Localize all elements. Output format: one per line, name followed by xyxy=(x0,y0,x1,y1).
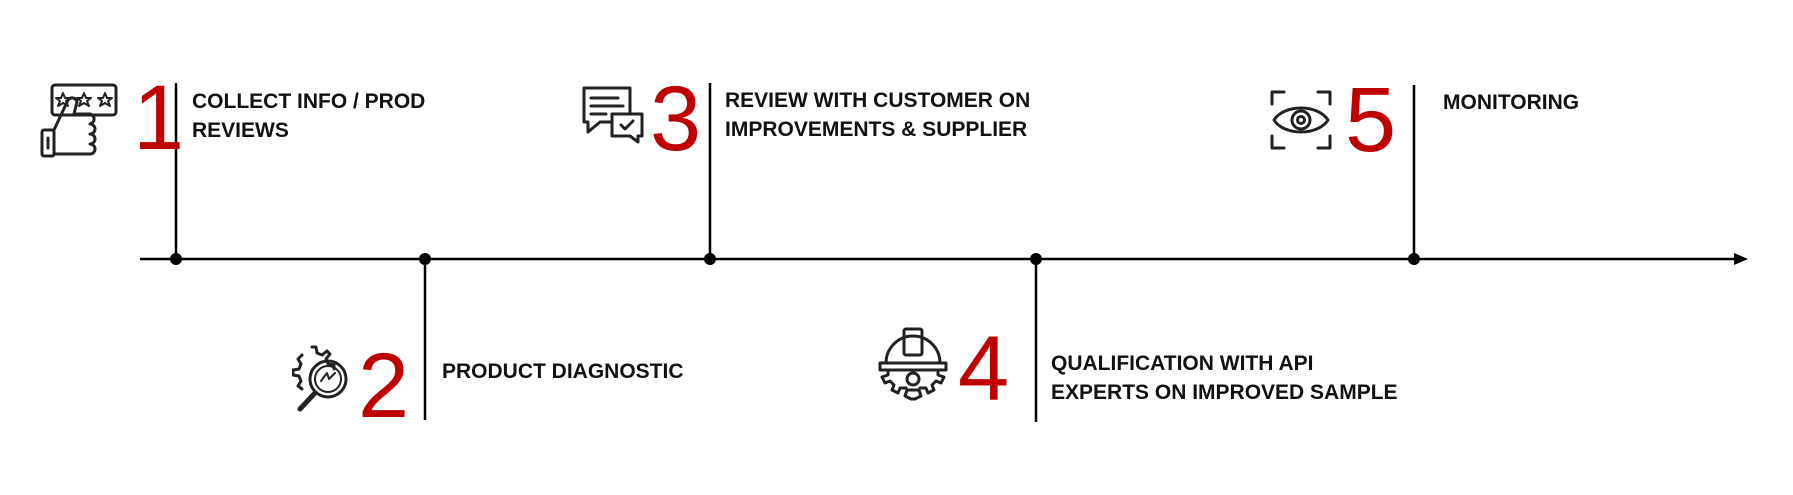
chat-bubbles-check-icon xyxy=(580,84,646,144)
step-2-dot xyxy=(419,253,431,265)
step-3-label: REVIEW WITH CUSTOMER ON IMPROVEMENTS & S… xyxy=(725,89,1031,141)
step-2-label: PRODUCT DIAGNOSTIC xyxy=(442,360,684,383)
step-5-number: 5 xyxy=(1345,69,1397,171)
step-4-label: QUALIFICATION WITH API EXPERTS ON IMPROV… xyxy=(1051,352,1398,404)
step-4-dot xyxy=(1030,253,1042,265)
eye-scan-icon xyxy=(1270,90,1332,150)
axis-arrowhead xyxy=(1734,253,1748,265)
step-2-number: 2 xyxy=(358,335,410,437)
step-4-number: 4 xyxy=(958,318,1010,420)
step-1-label: COLLECT INFO / PROD REVIEWS xyxy=(192,90,426,142)
helmet-gear-icon xyxy=(878,327,948,403)
step-5-dot xyxy=(1408,253,1420,265)
gear-magnifier-icon xyxy=(292,343,356,413)
step-5-label: MONITORING xyxy=(1443,91,1580,114)
step-3-dot xyxy=(704,253,716,265)
step-1-number: 1 xyxy=(133,67,185,169)
step-1-dot xyxy=(170,253,182,265)
step-3-number: 3 xyxy=(650,68,702,170)
thumbs-up-review-icon xyxy=(40,82,120,158)
